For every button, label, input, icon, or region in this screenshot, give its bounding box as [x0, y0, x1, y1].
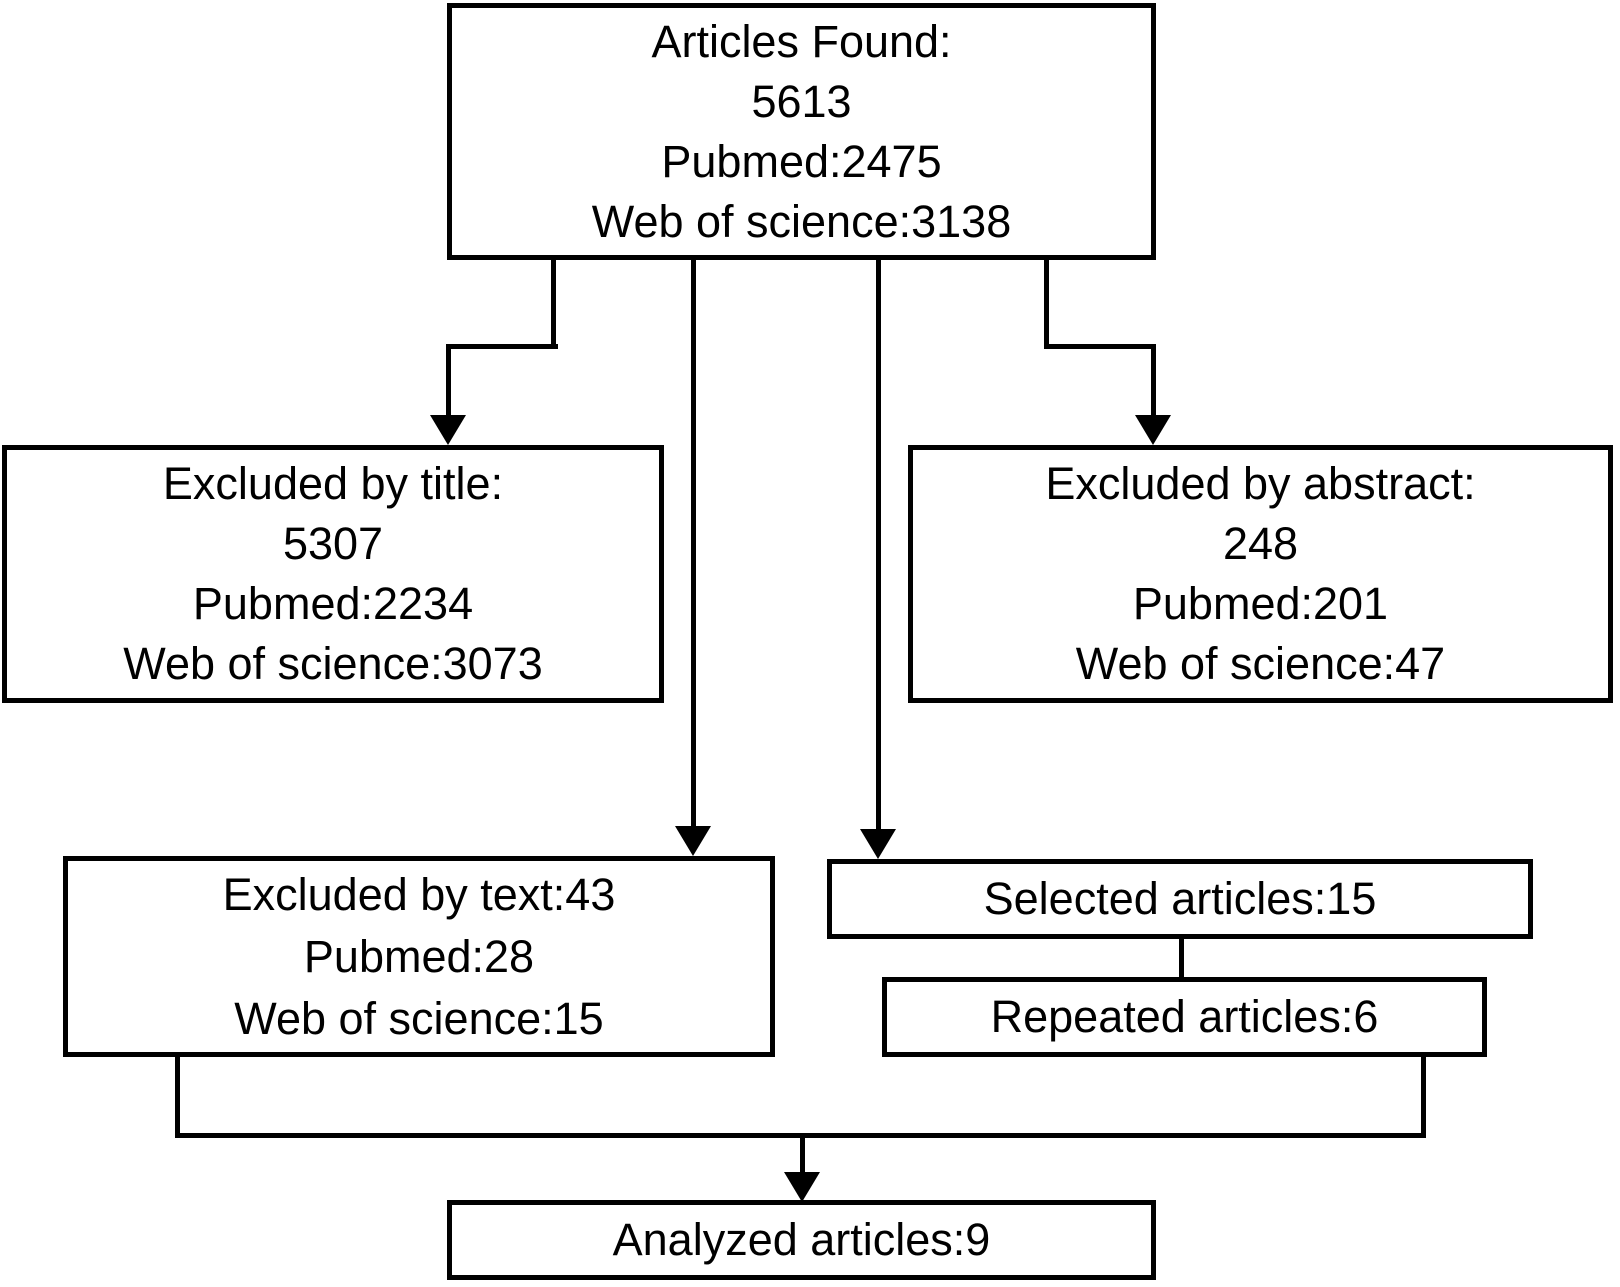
connector-to-excluded-text	[691, 258, 696, 828]
excluded-abstract-wos: Web of science:47	[1075, 638, 1446, 689]
excluded-abstract-total: 248	[1222, 518, 1299, 569]
excluded-text-title: Excluded by text:43	[222, 868, 616, 920]
connector-abstract-elbow-drop	[1044, 258, 1049, 349]
excluded-title-pubmed: Pubmed:2234	[192, 578, 474, 629]
connector-selected-to-repeated	[1179, 937, 1184, 979]
excluded-text-wos: Web of science:15	[234, 992, 604, 1044]
connector-to-selected	[876, 258, 881, 831]
arrowhead-to-selected	[860, 829, 896, 859]
connector-merge-center-down	[800, 1133, 805, 1174]
excluded-by-text-box: Excluded by text:43 Pubmed:28 Web of sci…	[63, 856, 775, 1057]
arrowhead-to-excluded-abstract	[1135, 415, 1171, 445]
articles-found-title: Articles Found:	[651, 15, 952, 67]
connector-abstract-elbow-horizontal	[1044, 344, 1156, 349]
excluded-abstract-title: Excluded by abstract:	[1045, 458, 1476, 509]
connector-title-elbow-down	[446, 344, 451, 419]
excluded-title-wos: Web of science:3073	[123, 638, 543, 689]
repeated-articles-box: Repeated articles:6	[882, 977, 1487, 1057]
excluded-title-total: 5307	[282, 518, 384, 569]
selected-articles-label: Selected articles:15	[983, 873, 1377, 924]
articles-found-wos: Web of science:3138	[591, 195, 1012, 247]
connector-title-elbow-drop	[551, 258, 556, 349]
connector-abstract-elbow-down	[1151, 344, 1156, 419]
repeated-articles-label: Repeated articles:6	[990, 991, 1379, 1042]
arrowhead-to-analyzed	[784, 1172, 820, 1202]
excluded-abstract-pubmed: Pubmed:201	[1132, 578, 1389, 629]
excluded-by-abstract-box: Excluded by abstract: 248 Pubmed:201 Web…	[908, 445, 1613, 703]
connector-merge-left-drop	[175, 1055, 180, 1138]
connector-title-elbow-horizontal	[446, 344, 558, 349]
articles-found-total: 5613	[751, 75, 852, 127]
excluded-by-title-box: Excluded by title: 5307 Pubmed:2234 Web …	[2, 445, 664, 703]
connector-merge-right-drop	[1421, 1055, 1426, 1138]
arrowhead-to-excluded-text	[675, 826, 711, 856]
arrowhead-to-excluded-title	[430, 415, 466, 445]
excluded-title-title: Excluded by title:	[162, 458, 504, 509]
analyzed-articles-box: Analyzed articles:9	[447, 1200, 1156, 1280]
articles-found-box: Articles Found: 5613 Pubmed:2475 Web of …	[447, 3, 1156, 260]
selected-articles-box: Selected articles:15	[827, 859, 1533, 939]
articles-found-pubmed: Pubmed:2475	[661, 135, 942, 187]
analyzed-articles-label: Analyzed articles:9	[612, 1214, 991, 1265]
excluded-text-pubmed: Pubmed:28	[303, 930, 535, 982]
